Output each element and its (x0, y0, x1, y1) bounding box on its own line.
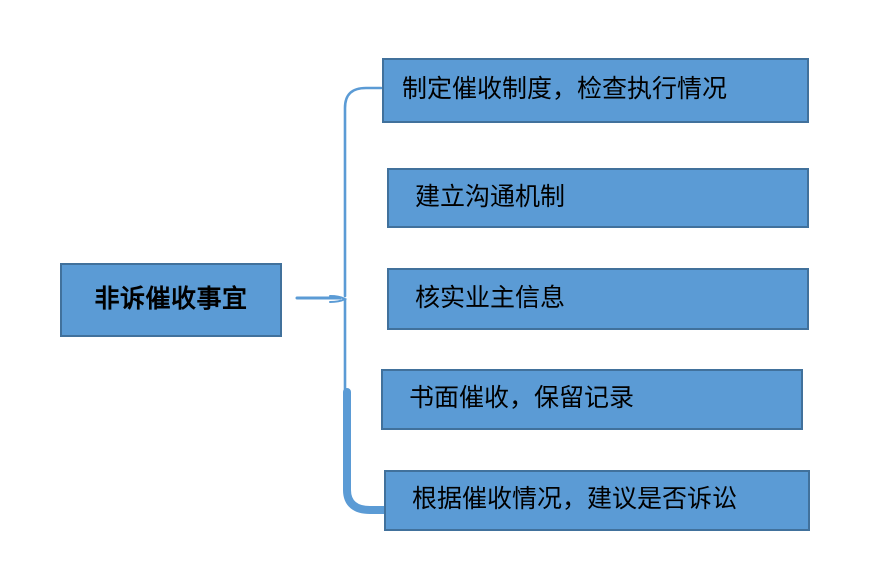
branch-node-1-label: 制定催收制度，检查执行情况 (402, 76, 728, 104)
branch-node-2-label: 建立沟通机制 (415, 183, 566, 211)
branch-node-3-label: 核实业主信息 (415, 284, 566, 312)
connector-trunk-upper (343, 86, 383, 298)
branch-node-4[interactable]: 书面催收，保留记录 (381, 369, 803, 430)
branch-node-2[interactable]: 建立沟通机制 (387, 168, 809, 228)
branch-node-3[interactable]: 核实业主信息 (387, 268, 809, 330)
branch-node-5[interactable]: 根据催收情况，建议是否诉讼 (384, 470, 810, 531)
root-node-label: 非诉催收事宜 (94, 285, 248, 313)
root-node[interactable]: 非诉催收事宜 (60, 263, 282, 337)
connector-junction (329, 295, 348, 303)
branch-node-5-label: 根据催收情况，建议是否诉讼 (412, 486, 738, 514)
branch-node-4-label: 书面催收，保留记录 (409, 385, 635, 413)
connector-trunk-lower-thick (342, 388, 388, 514)
branch-node-1[interactable]: 制定催收制度，检查执行情况 (382, 58, 809, 123)
